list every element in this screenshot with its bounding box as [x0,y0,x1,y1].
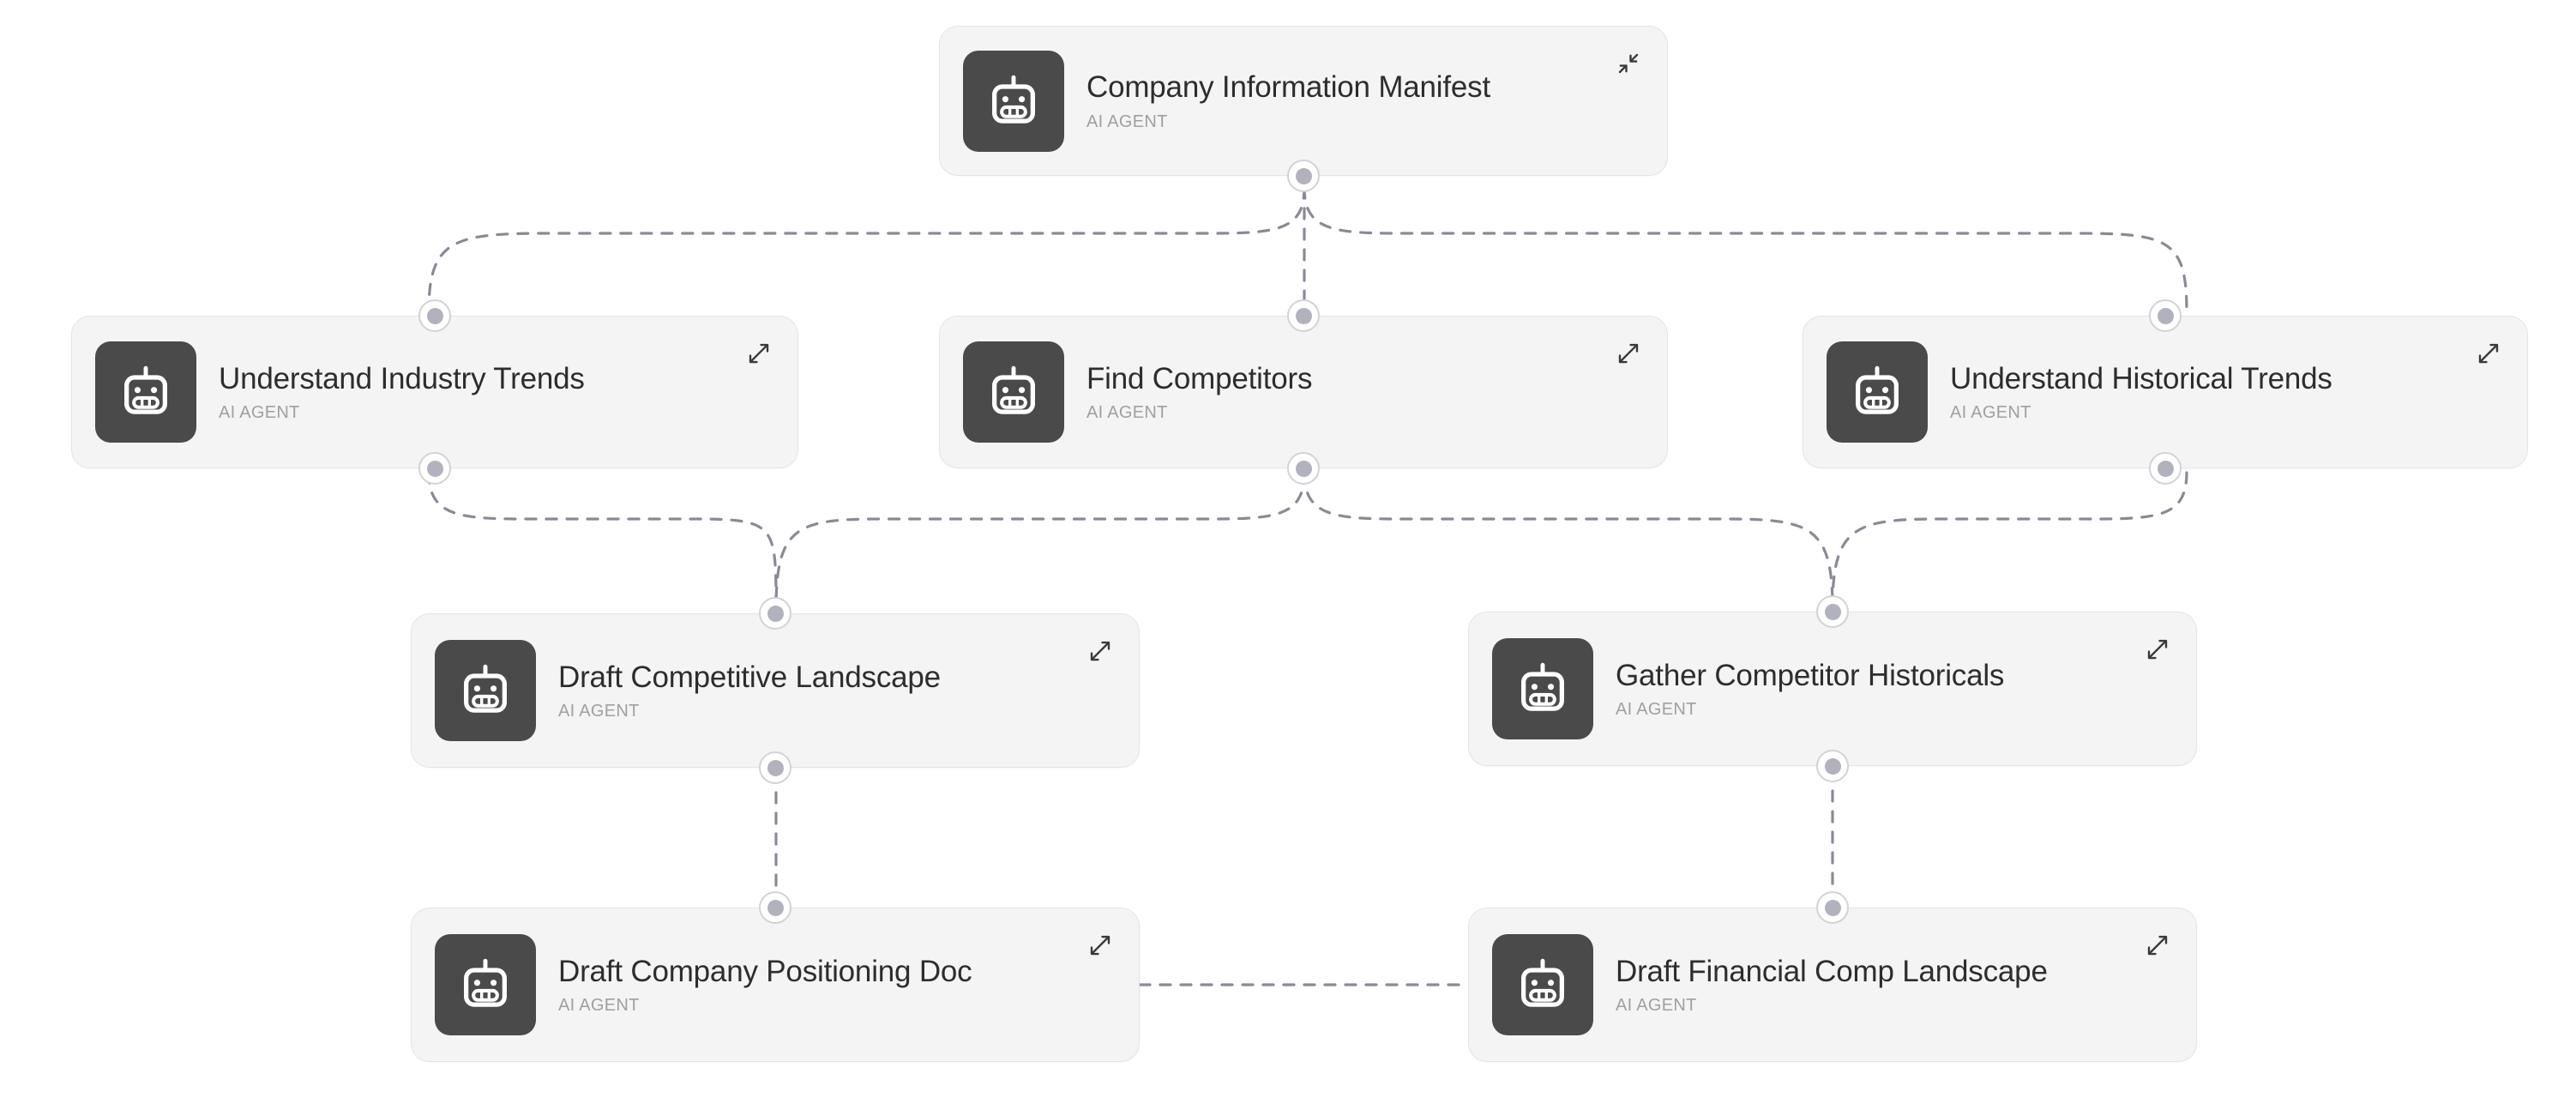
edge-understand-industry-trends-to-draft-competitive-landscape [427,471,778,611]
node-avatar [95,341,196,443]
node-title: Draft Company Positioning Doc [558,954,972,988]
node-text: Understand Historical Trends AI AGENT [1950,361,2332,423]
node-subtitle: AI AGENT [1086,112,1168,131]
robot-icon [982,69,1045,133]
edge-understand-historical-trends-to-gather-competitor-historicals [1831,471,2188,609]
expand-icon [1087,638,1113,664]
node-subtitle: AI AGENT [558,702,640,721]
node-subtitle: AI AGENT [1616,700,1697,720]
node-find-competitors[interactable]: Find Competitors AI AGENT [939,316,1668,468]
robot-icon [982,360,1045,424]
node-avatar [963,50,1064,152]
node-avatar [1492,638,1593,739]
expand-button[interactable] [743,337,775,370]
node-draft-competitive-landscape[interactable]: Draft Competitive Landscape AI AGENT [411,613,1140,768]
port-bottom-understand-industry-trends[interactable] [418,452,451,485]
port-top-gather-competitor-historicals[interactable] [1816,595,1849,628]
node-subtitle: AI AGENT [1086,403,1168,423]
collapse-button[interactable] [1612,47,1645,80]
node-subtitle: AI AGENT [558,996,640,1016]
node-subtitle: AI AGENT [1616,996,1697,1016]
node-avatar [963,341,1064,443]
port-top-draft-company-positioning-doc[interactable] [759,891,791,924]
robot-icon [114,360,178,424]
node-text: Company Information Manifest AI AGENT [1086,69,1490,131]
node-title: Company Information Manifest [1086,70,1491,105]
expand-button[interactable] [1084,929,1116,962]
port-bottom-understand-historical-trends[interactable] [2149,452,2182,485]
edge-company-information-manifest-to-understand-historical-trends [1303,186,2188,313]
node-text: Gather Competitor Historicals AI AGENT [1616,658,2004,720]
expand-button[interactable] [2141,633,2174,666]
expand-button[interactable] [2141,929,2174,962]
node-title: Find Competitors [1086,361,1313,395]
port-top-understand-historical-trends[interactable] [2149,299,2182,332]
expand-icon [2476,341,2501,366]
node-company-information-manifest[interactable]: Company Information Manifest AI AGENT [939,26,1668,176]
robot-icon [454,659,517,722]
node-title: Draft Financial Comp Landscape [1616,954,2048,988]
edge-company-information-manifest-to-understand-industry-trends [427,186,1306,313]
collapse-icon [1616,51,1641,76]
node-title: Draft Competitive Landscape [558,660,941,694]
port-bottom-gather-competitor-historicals[interactable] [1816,750,1849,782]
node-draft-financial-comp-landscape[interactable]: Draft Financial Comp Landscape AI AGENT [1468,908,2197,1062]
port-top-find-competitors[interactable] [1287,299,1320,332]
node-text: Find Competitors AI AGENT [1086,361,1312,423]
node-avatar [435,640,536,741]
node-subtitle: AI AGENT [1950,403,2031,423]
node-text: Draft Financial Comp Landscape AI AGENT [1616,954,2048,1016]
expand-button[interactable] [2472,337,2505,370]
node-draft-company-positioning-doc[interactable]: Draft Company Positioning Doc AI AGENT [411,908,1140,1062]
expand-icon [746,341,772,366]
node-gather-competitor-historicals[interactable]: Gather Competitor Historicals AI AGENT [1468,612,2197,766]
edge-find-competitors-to-gather-competitor-historicals [1303,471,1834,609]
node-title: Understand Historical Trends [1950,361,2332,395]
node-title: Understand Industry Trends [219,361,585,395]
node-text: Understand Industry Trends AI AGENT [219,361,585,423]
node-understand-industry-trends[interactable]: Understand Industry Trends AI AGENT [71,316,798,468]
expand-icon [1616,341,1641,366]
robot-icon [1511,657,1574,721]
edge-find-competitors-to-draft-competitive-landscape [774,471,1306,611]
robot-icon [1845,360,1909,424]
port-top-understand-industry-trends[interactable] [418,299,451,332]
port-top-draft-financial-comp-landscape[interactable] [1816,891,1849,924]
expand-icon [2145,932,2170,958]
port-bottom-draft-competitive-landscape[interactable] [759,751,791,784]
node-title: Gather Competitor Historicals [1616,658,2005,692]
node-text: Draft Competitive Landscape AI AGENT [558,660,941,721]
port-top-draft-competitive-landscape[interactable] [759,597,791,630]
robot-icon [1511,953,1574,1016]
node-avatar [435,934,536,1035]
node-subtitle: AI AGENT [219,403,300,423]
expand-icon [2145,636,2170,662]
node-text: Draft Company Positioning Doc AI AGENT [558,954,972,1016]
expand-button[interactable] [1612,337,1645,370]
node-understand-historical-trends[interactable]: Understand Historical Trends AI AGENT [1803,316,2528,468]
robot-icon [454,953,517,1016]
expand-button[interactable] [1084,635,1116,667]
node-avatar [1492,934,1593,1035]
node-avatar [1827,341,1928,443]
port-bottom-find-competitors[interactable] [1287,452,1320,485]
port-bottom-company-information-manifest[interactable] [1287,160,1320,192]
expand-icon [1087,932,1113,958]
